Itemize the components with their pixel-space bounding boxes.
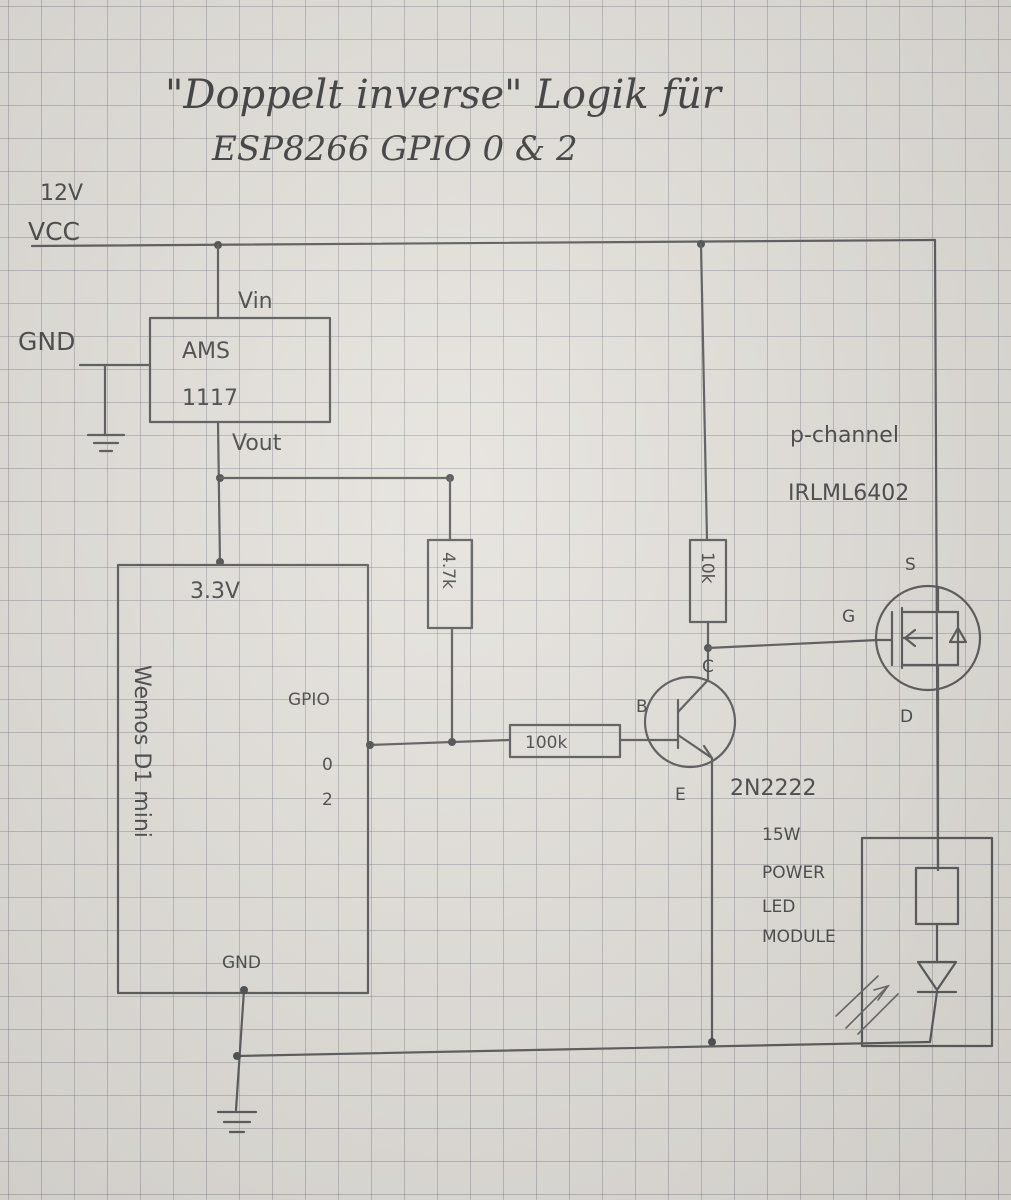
mcu-gnd-wire (234, 988, 246, 1112)
mosfet-g-label: G (842, 607, 855, 627)
transistor-name: 2N2222 (730, 776, 816, 801)
gnd-label: GND (18, 327, 75, 356)
led-module-resistor (914, 866, 960, 926)
pin-gpio-label: GPIO (288, 690, 330, 710)
junction-gnd-rail (233, 1052, 241, 1060)
pullup-value: 4.7k (438, 552, 458, 589)
pin-gpio-0-label: 0 (322, 755, 333, 775)
junction-pullup-bottom (448, 738, 456, 746)
vcc-rail (30, 238, 937, 248)
regulator-name-1: AMS (182, 339, 230, 364)
title-line-1: "Doppelt inverse" Logik für (165, 72, 724, 118)
transistor-emitter (676, 733, 714, 1044)
mosfet-arrow-icon (903, 628, 917, 648)
ams1117-regulator (148, 316, 332, 424)
led-module-line-2: POWER (762, 863, 825, 883)
transistor-e-label: E (675, 785, 686, 805)
led-module-box (860, 836, 994, 1048)
vout-wire (216, 420, 222, 567)
emitter-arrow-icon (698, 744, 714, 760)
collector-resistor-value: 10k (697, 552, 717, 584)
board-name-label: Wemos D1 mini (129, 665, 154, 838)
ground-icon-regulator (86, 433, 126, 453)
led-module-line-3: LED (762, 897, 795, 917)
body-diode-icon (948, 626, 968, 644)
junction-mcu-gnd (240, 986, 248, 994)
led-module-line-1: 15W (762, 825, 801, 845)
pullup-resistor (426, 538, 474, 630)
mosfet-type: p-channel (790, 423, 899, 448)
junction-emitter-gnd (708, 1038, 716, 1046)
led-module-line-4: MODULE (762, 927, 836, 947)
gpio-signal-wire (366, 738, 512, 747)
led-cathode-wire (928, 990, 939, 1044)
pin-gpio-2-label: 2 (322, 790, 333, 810)
transistor-b-label: B (636, 697, 648, 717)
body-diode-leads (936, 610, 960, 667)
vcc-label: VCC (28, 217, 80, 246)
mosfet-source-lead (900, 586, 940, 614)
base-resistor-value: 100k (525, 733, 567, 753)
wemos-d1-mini-board (116, 563, 370, 995)
mosfet-drain-lead (900, 663, 940, 694)
transistor-c-label: C (702, 657, 714, 677)
collector-resistor-top-lead (699, 242, 709, 542)
title-line-2: ESP8266 GPIO 0 & 2 (211, 129, 578, 169)
regulator-name-2: 1117 (182, 386, 238, 411)
gate-wire (706, 638, 880, 650)
mosfet-name: IRLML6402 (788, 481, 909, 506)
pin-gnd-label: GND (222, 953, 261, 973)
mosfet-d-label: D (900, 707, 913, 727)
ground-return-rail (234, 1040, 932, 1058)
transistor-collector (676, 646, 710, 714)
p-channel-mosfet (874, 584, 982, 692)
pin-3v3-label: 3.3V (190, 579, 240, 604)
junction-gpio (366, 741, 374, 749)
light-emission-icon (835, 975, 899, 1035)
vin-label: Vin (238, 289, 273, 314)
mosfet-s-label: S (905, 555, 916, 575)
ground-icon-main (216, 1110, 258, 1134)
led-diode-icon (916, 960, 958, 994)
supply-voltage-label: 12V (40, 181, 83, 206)
vout-label: Vout (232, 431, 282, 456)
npn-transistor (643, 675, 737, 769)
